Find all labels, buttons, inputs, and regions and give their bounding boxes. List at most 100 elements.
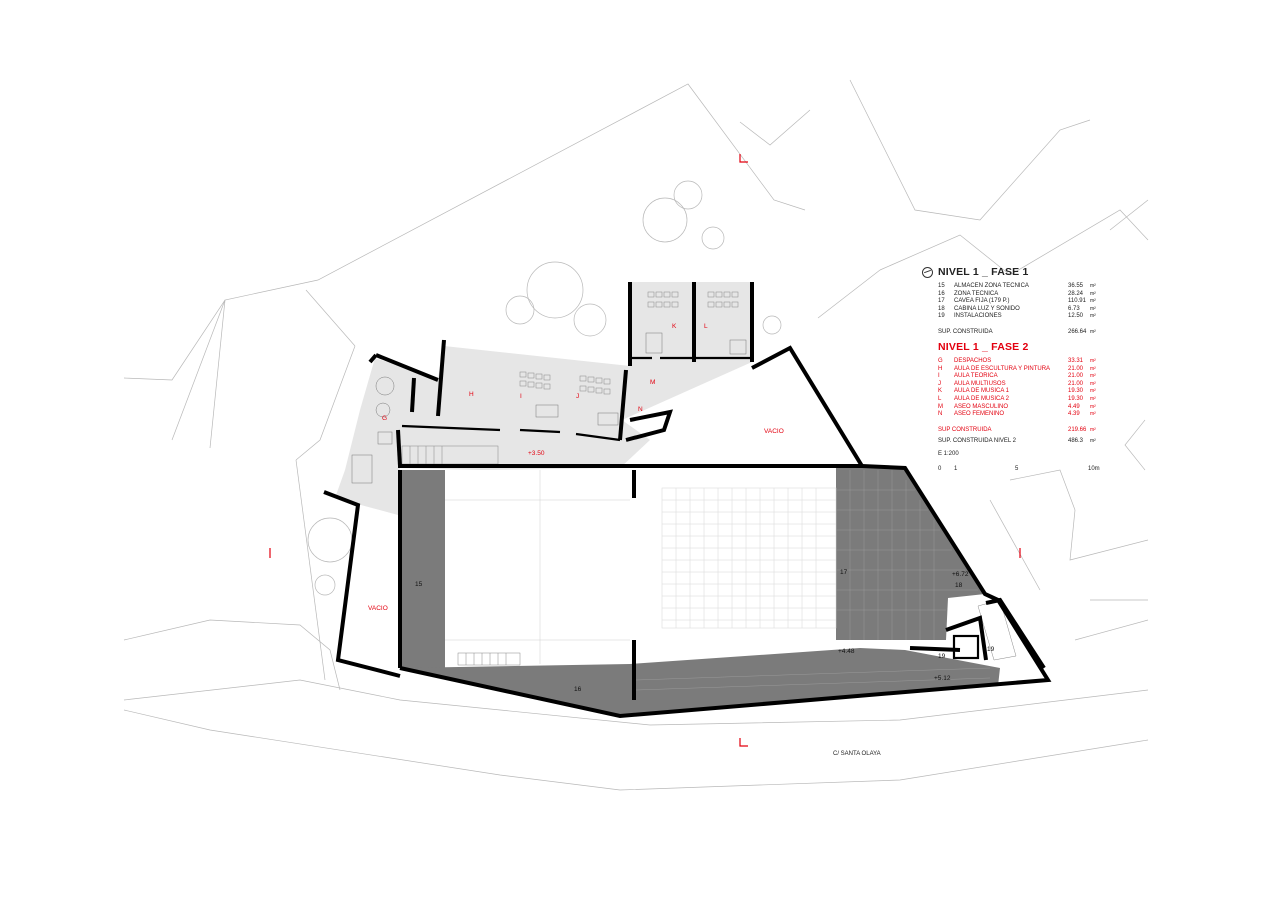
legend-row-key: 16 bbox=[938, 290, 945, 297]
phase2-total-unit: m² bbox=[1090, 426, 1096, 433]
phase2-title: NIVEL 1 _ FASE 2 bbox=[938, 340, 1029, 353]
section-markers bbox=[269, 154, 1021, 747]
legend-row-unit: m² bbox=[1090, 373, 1096, 380]
site-context-lines bbox=[123, 79, 1149, 791]
room-label-18: 18 bbox=[955, 582, 963, 589]
legend-row-key: 19 bbox=[938, 313, 945, 320]
room-label-h: H bbox=[469, 391, 474, 398]
level-total-unit: m² bbox=[1090, 437, 1096, 444]
street-label: C/ SANTA OLAYA bbox=[833, 751, 881, 757]
legend-row-name: DESPACHOS bbox=[954, 357, 992, 364]
legend-panel: NIVEL 1 _ FASE 1 15 ALMACEN ZONA TECNICA 3… bbox=[938, 266, 1100, 476]
room-label-j: J bbox=[576, 393, 579, 400]
phase1-list: 15 ALMACEN ZONA TECNICA 36.55 m² 16 ZONA TECN… bbox=[938, 283, 1098, 321]
legend-row-key: M bbox=[938, 403, 943, 410]
vacio-top-label: VACIO bbox=[764, 428, 784, 435]
legend-row-unit: m² bbox=[1090, 395, 1096, 402]
legend-row-name: AULA DE MUSICA 2 bbox=[954, 395, 1010, 402]
legend-row-name: AULA DE MUSICA 1 bbox=[954, 388, 1010, 395]
room-label-m: M bbox=[650, 379, 655, 386]
legend-row-unit: m² bbox=[1090, 305, 1096, 312]
legend-row-unit: m² bbox=[1090, 365, 1096, 372]
legend-row-key: I bbox=[938, 373, 940, 380]
phase2-total-value: 219.66 bbox=[1068, 426, 1087, 433]
legend-row-unit: m² bbox=[1090, 380, 1096, 387]
legend-row-unit: m² bbox=[1090, 290, 1096, 297]
legend-row-name: ASEO MASCULINO bbox=[954, 403, 1009, 410]
legend-row-name: AULA TEORICA bbox=[954, 373, 998, 380]
phase1-total-unit: m² bbox=[1090, 328, 1096, 335]
legend-row-unit: m² bbox=[1090, 403, 1096, 410]
level-stage-b: +5.12 bbox=[934, 675, 951, 682]
legend-row-area: 12.50 bbox=[1068, 313, 1084, 320]
legend-row-unit: m² bbox=[1090, 388, 1096, 395]
legend-row-area: 21.00 bbox=[1068, 365, 1084, 372]
level-total-value: 486.3 bbox=[1068, 437, 1084, 444]
room-label-19b: 19 bbox=[987, 646, 995, 653]
legend-row-area: 36.55 bbox=[1068, 283, 1084, 289]
legend-row-name: AULA MULTIUSOS bbox=[954, 380, 1006, 387]
scale-label: E 1:200 bbox=[938, 450, 959, 457]
legend-row-name: CABINA LUZ Y SONIDO bbox=[954, 305, 1020, 312]
legend-row: H AULA DE ESCULTURA Y PINTURA 21.00 m² bbox=[938, 366, 1098, 374]
legend-row-area: 33.31 bbox=[1068, 357, 1084, 364]
legend-row-area: 4.39 bbox=[1068, 411, 1080, 418]
legend-row-key: 17 bbox=[938, 298, 945, 305]
level-total-label: SUP. CONSTRUIDA NIVEL 2 bbox=[938, 437, 1017, 444]
room-label-k: K bbox=[672, 323, 677, 330]
seating-grid bbox=[661, 487, 837, 629]
upper-level-floor bbox=[335, 282, 752, 515]
legend-row-area: 19.30 bbox=[1068, 395, 1084, 402]
legend-row-key: H bbox=[938, 365, 943, 372]
legend-row-area: 110.91 bbox=[1068, 298, 1086, 305]
scale-tick-10: 10m bbox=[1088, 465, 1100, 472]
level-stage-a: +4.48 bbox=[838, 648, 855, 655]
legend-row-key: K bbox=[938, 388, 943, 395]
legend-row-name: ZONA TECNICA bbox=[954, 290, 999, 297]
legend-row-area: 28.24 bbox=[1068, 290, 1084, 297]
legend-row-unit: m² bbox=[1090, 313, 1096, 320]
legend-row: K AULA DE MUSICA 1 19.30 m² bbox=[938, 388, 1098, 396]
legend-row-key: 15 bbox=[938, 283, 945, 289]
legend-row-name: ALMACEN ZONA TECNICA bbox=[954, 283, 1029, 289]
legend-row-area: 21.00 bbox=[1068, 380, 1084, 387]
room-label-n: N bbox=[638, 406, 643, 413]
legend-row-name: INSTALACIONES bbox=[954, 313, 1002, 320]
scale-bar: 0 1 5 10m bbox=[938, 460, 1100, 476]
room-label-16: 16 bbox=[574, 686, 582, 693]
level-upper: +3.50 bbox=[528, 450, 545, 457]
room-label-i: I bbox=[520, 393, 522, 400]
phase2-total-label: SUP CONSTRUIDA bbox=[938, 426, 992, 433]
room-label-l: L bbox=[704, 323, 708, 330]
interior-walls bbox=[401, 356, 980, 660]
furniture bbox=[351, 291, 747, 484]
phase1-total-label: SUP. CONSTRUIDA bbox=[938, 328, 993, 335]
legend-row-key: L bbox=[938, 395, 942, 402]
legend-row: M ASEO MASCULINO 4.49 m² bbox=[938, 404, 1098, 412]
legend-row-area: 19.30 bbox=[1068, 388, 1084, 395]
room-label-17: 17 bbox=[840, 569, 848, 576]
room-label-g: G bbox=[382, 415, 387, 422]
phase2-list: G DESPACHOS 33.31 m² H AULA DE ESCULTURA Y PI… bbox=[938, 358, 1098, 419]
legend-row-key: G bbox=[938, 357, 943, 364]
level-total: SUP. CONSTRUIDA NIVEL 2 486.3 m² bbox=[938, 438, 1098, 444]
scale-tick-0: 0 bbox=[938, 465, 942, 472]
phase1-title: NIVEL 1 _ FASE 1 bbox=[938, 266, 1029, 278]
legend-row-area: 4.49 bbox=[1068, 403, 1080, 410]
vacio-left-label: VACIO bbox=[368, 605, 388, 612]
cavea-grid bbox=[635, 470, 991, 691]
legend-row: G DESPACHOS 33.31 m² bbox=[938, 358, 1098, 366]
legend-row-unit: m² bbox=[1090, 411, 1096, 418]
legend-row: 19 INSTALACIONES 12.50 m² bbox=[938, 313, 1098, 321]
phase1-total-value: 266.64 bbox=[1068, 328, 1087, 335]
room-label-15: 15 bbox=[415, 581, 423, 588]
legend-row-name: AULA DE ESCULTURA Y PINTURA bbox=[954, 365, 1051, 372]
legend-row-unit: m² bbox=[1090, 357, 1096, 364]
